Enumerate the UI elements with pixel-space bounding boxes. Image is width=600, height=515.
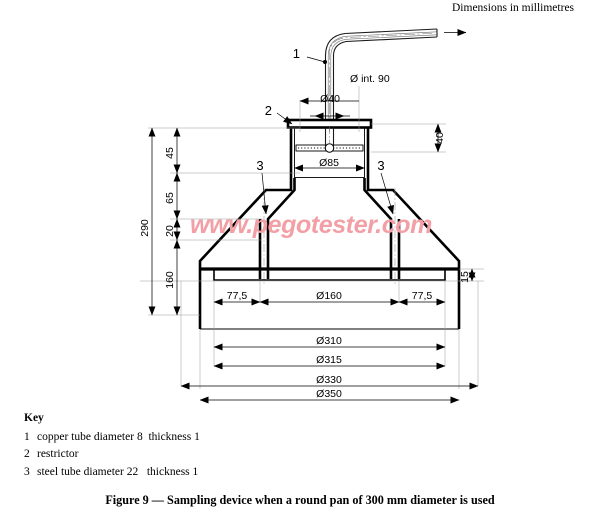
key-item-3-text: steel tube diameter 22 thickness 1 xyxy=(37,465,199,478)
tube-outer-left-wall xyxy=(324,28,438,128)
tube-outer-right-wall xyxy=(332,36,438,128)
key-item-1-number: 1 xyxy=(24,430,30,443)
dim-text-65: 65 xyxy=(164,192,176,204)
leader-to-right-steel-tube xyxy=(380,172,394,215)
leader-to-copper-tube xyxy=(306,56,327,64)
callout-3-left: 3 xyxy=(256,158,263,173)
dim-text-775-left: 77,5 xyxy=(227,290,248,302)
dim-text-int90: Ø int. 90 xyxy=(350,73,390,85)
figure-caption: Figure 9 — Sampling device when a round … xyxy=(105,493,495,507)
key-item-3: 3 steel tube diameter 22 thickness 1 xyxy=(24,464,404,482)
dim-text-20: 20 xyxy=(164,225,176,237)
dim-text-dia315: Ø315 xyxy=(316,354,342,366)
dim-text-290: 290 xyxy=(139,219,151,237)
dim-text-dia40: Ø40 xyxy=(320,93,340,105)
tube-inner-left-wall xyxy=(327,31,438,128)
key-item-2-number: 2 xyxy=(24,448,30,460)
tube-centre-line xyxy=(329,33,433,132)
hood-left-outer-profile xyxy=(198,178,293,269)
key-title: Key xyxy=(24,412,44,424)
leader-to-restrictor xyxy=(276,112,293,125)
dim-text-160: 160 xyxy=(164,271,176,289)
leader-to-left-steel-tube xyxy=(261,172,269,215)
dim-text-45: 45 xyxy=(164,147,176,159)
collection-pan xyxy=(140,267,470,330)
dimensions-unit-note: Dimensions in millimetres xyxy=(452,2,575,14)
extension-lines xyxy=(148,86,484,389)
tube-inner-right-wall xyxy=(330,34,438,128)
key-item-3-number: 3 xyxy=(24,465,30,478)
key-item-1: 1 copper tube diameter 8 thickness 1 xyxy=(24,429,404,447)
hood-right-outer-profile xyxy=(366,178,461,269)
dim-text-dia160: Ø160 xyxy=(316,290,342,302)
key-item-2: 2 restrictor xyxy=(24,446,404,464)
key-item-1-text: copper tube diameter 8 thickness 1 xyxy=(37,430,200,443)
dimension-texts: 1 2 3 3 Ø int. 90 Ø40 40 Ø85 290 45 65 2… xyxy=(139,46,471,400)
pipe-assembly xyxy=(324,28,467,132)
pan-recess-profile xyxy=(213,269,446,281)
tube-inside-restrictor xyxy=(324,127,335,146)
dimension-lines xyxy=(148,97,479,404)
leader-lines xyxy=(261,56,394,215)
callout-2: 2 xyxy=(265,103,272,118)
restrictor-side-walls xyxy=(289,127,370,178)
callout-1: 1 xyxy=(293,46,300,61)
hood-right-inner-wall xyxy=(363,178,393,279)
dim-text-15: 15 xyxy=(459,271,471,283)
hood-left-inner-wall xyxy=(266,178,296,279)
callout-3-right: 3 xyxy=(377,158,384,173)
tube-outlet-nozzle xyxy=(324,143,335,153)
key-item-2-text: restrictor xyxy=(37,448,79,460)
dim-text-dia85: Ø85 xyxy=(319,157,339,169)
restrictor-assembly xyxy=(286,118,373,178)
hood-body xyxy=(198,178,461,284)
restrictor-top-flange xyxy=(286,118,373,129)
dim-text-775-right: 77,5 xyxy=(412,290,433,302)
dim-text-dia350: Ø350 xyxy=(316,388,342,400)
dim-text-40: 40 xyxy=(434,132,446,144)
dim-text-dia330: Ø330 xyxy=(316,374,342,386)
pan-side-walls xyxy=(198,269,461,329)
dim-text-dia310: Ø310 xyxy=(316,335,342,347)
